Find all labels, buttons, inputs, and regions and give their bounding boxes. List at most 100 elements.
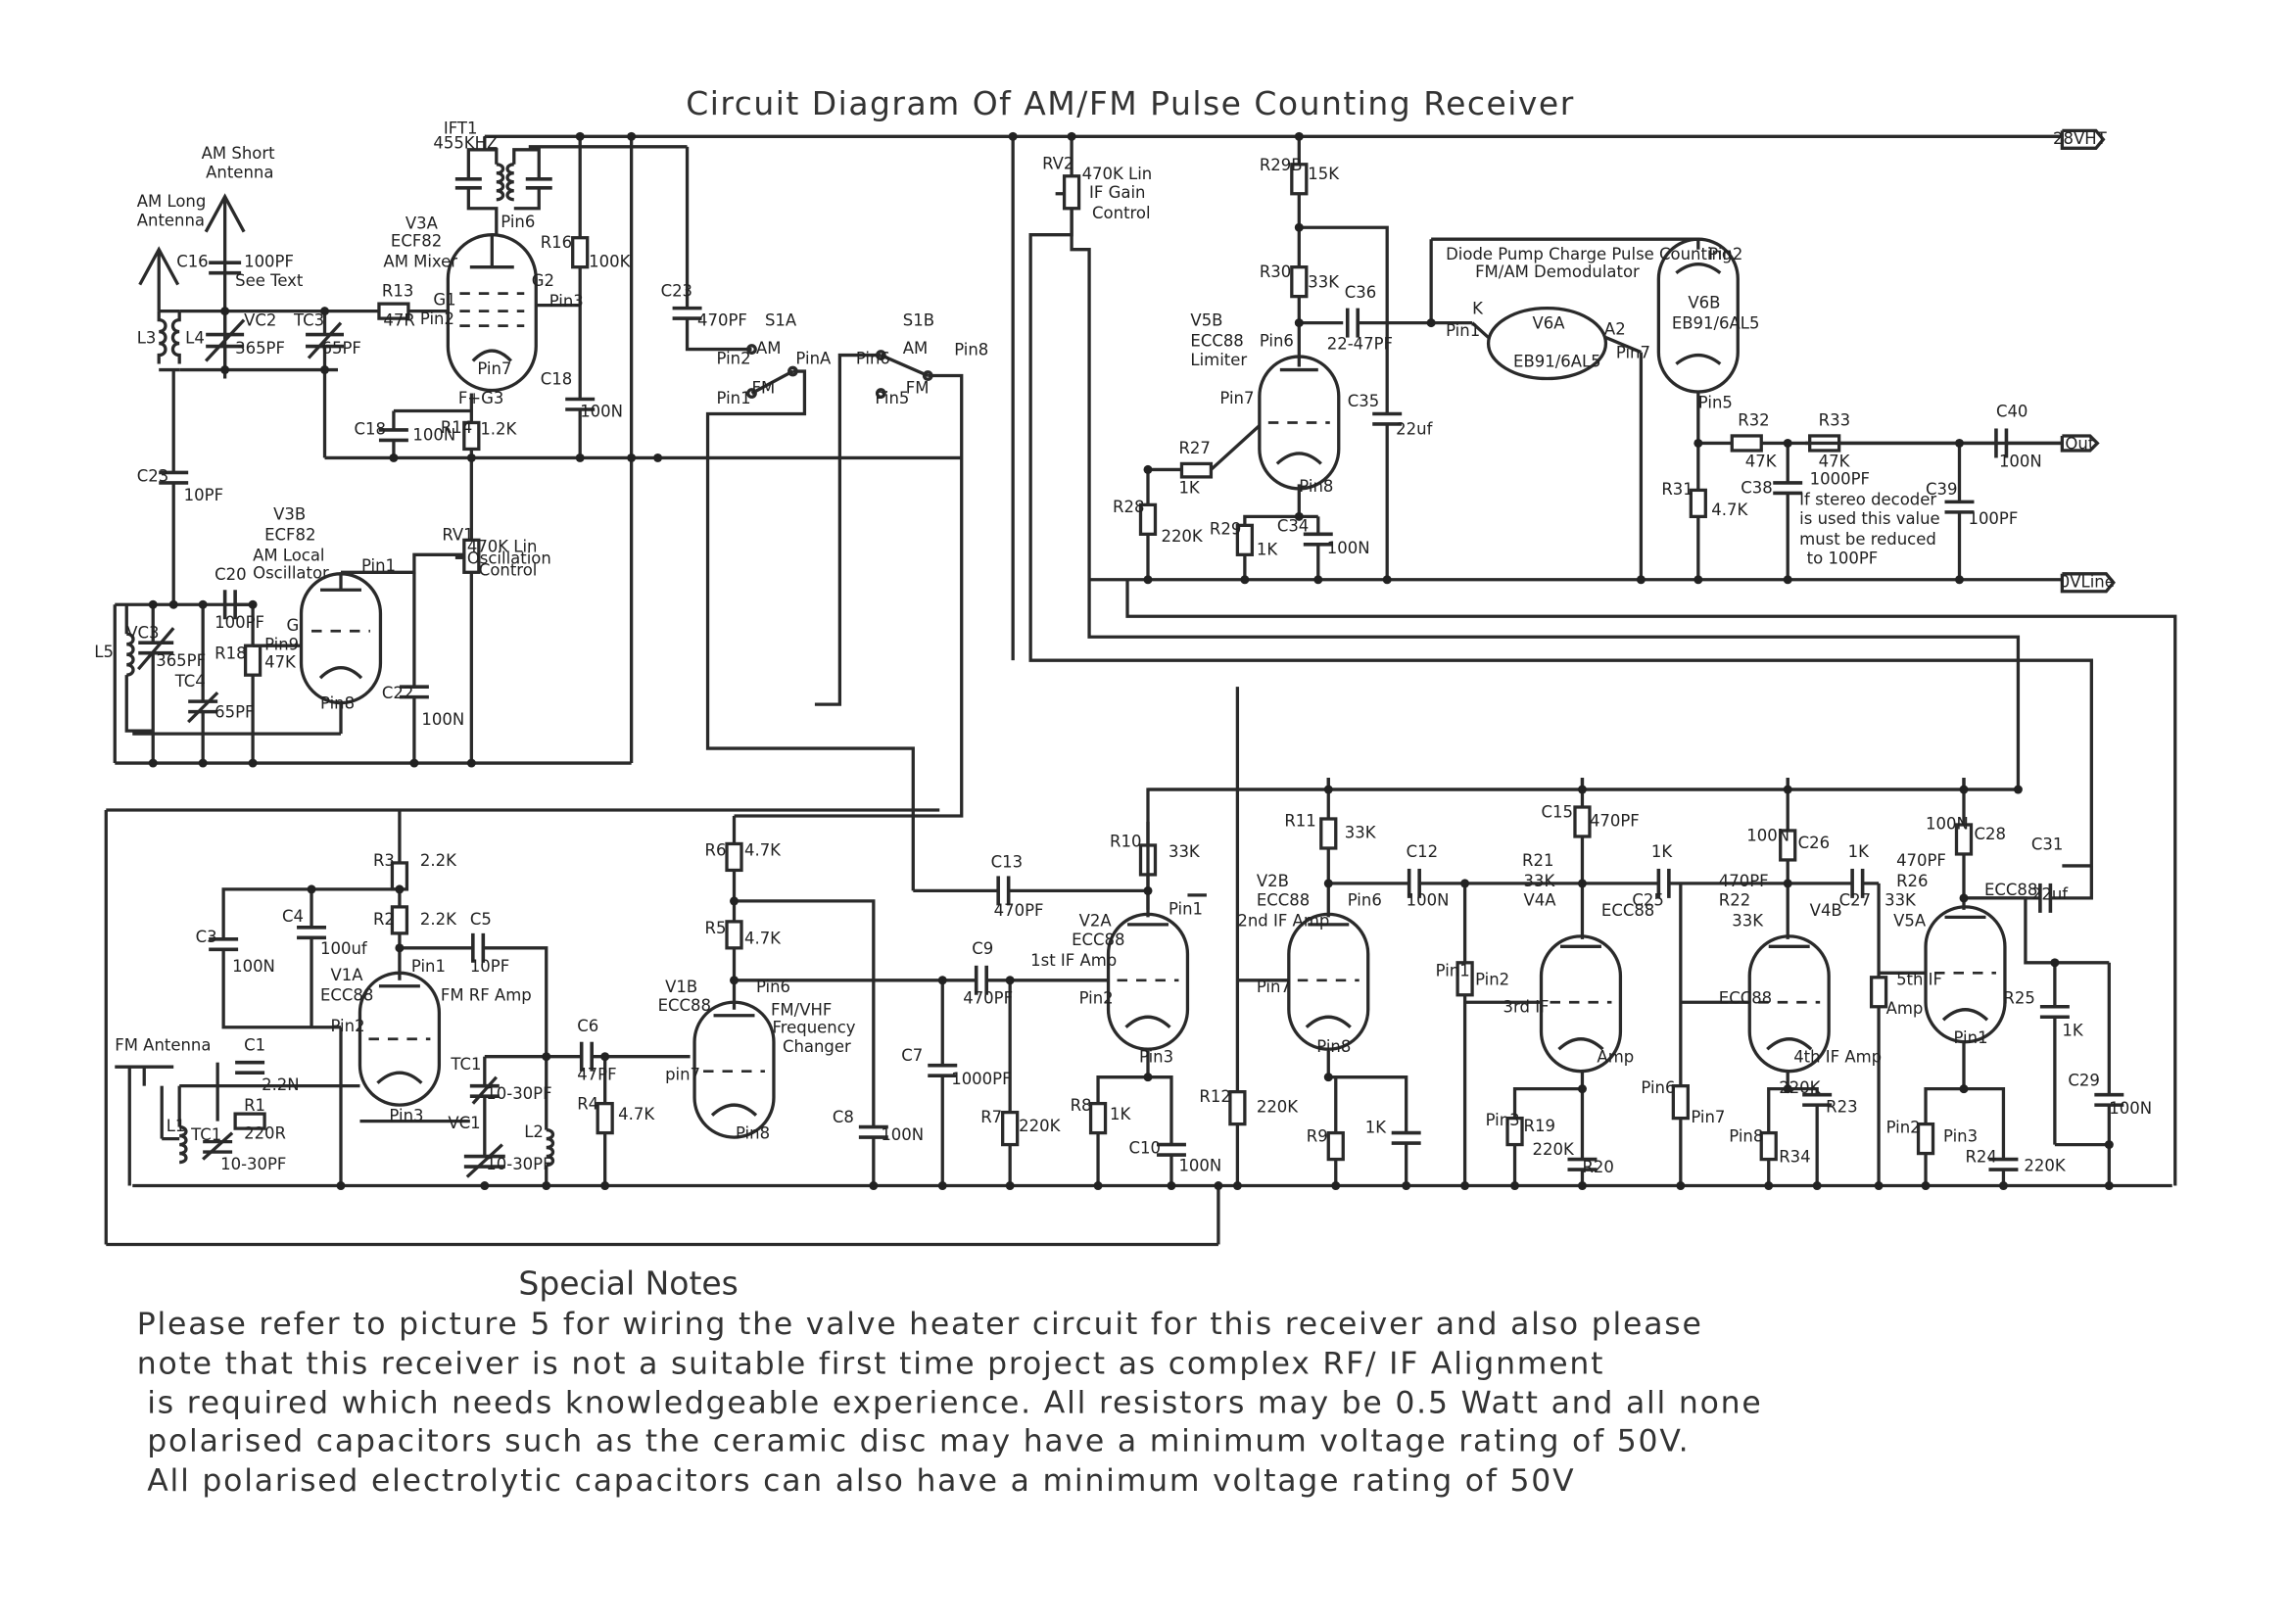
component-label: Pin3	[389, 1107, 423, 1125]
component-label: 220K	[1533, 1140, 1575, 1159]
component-label: Frequency	[772, 1019, 855, 1037]
component-label: 2.2K	[420, 910, 457, 929]
component-label: C4	[282, 907, 304, 926]
component-label: 33K	[1884, 890, 1917, 909]
component-label: Pin8	[1299, 477, 1333, 496]
component-label: 100PF	[215, 613, 264, 632]
component-label: Pin8	[1316, 1037, 1351, 1056]
component-label: S1A	[765, 311, 797, 330]
component-label: RV1	[442, 525, 473, 544]
component-label: G1	[433, 291, 455, 310]
component-label: Pin5	[875, 389, 909, 407]
component-label: FM/AM Demodulator	[1475, 263, 1640, 281]
component-label: FM	[751, 379, 775, 398]
component-label: C6	[577, 1017, 598, 1035]
component-label: C18	[541, 370, 572, 389]
component-label: Pin6	[1641, 1078, 1675, 1097]
component-label: Pin2	[331, 1017, 365, 1035]
component-label: R3	[373, 851, 395, 870]
component-label: V1B	[665, 978, 697, 996]
component-label: L5	[94, 643, 114, 661]
component-label: 2.2N	[262, 1075, 300, 1094]
component-label: pin7	[665, 1066, 700, 1084]
component-label: 1.2K	[480, 419, 517, 438]
component-label: 100N	[1746, 826, 1789, 844]
component-label: 22uf	[1396, 419, 1433, 438]
component-label: 470PF	[994, 901, 1044, 920]
component-label: C5	[470, 910, 492, 929]
component-label: AM	[756, 339, 781, 358]
component-label: V5A	[1893, 911, 1927, 930]
component-label: C26	[1798, 834, 1830, 852]
component-label: 1K	[1651, 842, 1673, 861]
component-label: R21	[1522, 851, 1553, 870]
component-label: VC2	[244, 311, 276, 330]
component-label: V2A	[1079, 911, 1113, 930]
component-label: C38	[1741, 478, 1772, 497]
component-label: 100uf	[320, 939, 368, 958]
component-label: Pin7	[1616, 344, 1650, 362]
component-label: R34	[1779, 1148, 1810, 1167]
component-label: 220K	[1019, 1117, 1061, 1135]
component-label: Pin3	[1139, 1048, 1173, 1067]
component-label: Pin5	[1698, 393, 1733, 411]
component-label: 15K	[1308, 165, 1340, 183]
component-label: 365PF	[156, 651, 206, 670]
component-label: ECC88	[1601, 901, 1654, 920]
component-label: Pin2	[717, 350, 751, 368]
component-label: C18	[354, 419, 385, 438]
component-label: C23	[661, 282, 692, 301]
component-label: ECF82	[264, 525, 315, 544]
component-label: R7	[980, 1108, 1002, 1126]
component-label: C28	[1974, 825, 2005, 843]
limiter-stage	[1138, 136, 1700, 580]
component-label: 220K	[1161, 527, 1203, 546]
component-label: Amp	[1886, 999, 1924, 1018]
component-label: 100N	[1999, 452, 2042, 470]
component-label: 455KHZ	[433, 133, 498, 152]
component-label: Pin2	[1079, 989, 1114, 1008]
component-label: Control	[1092, 204, 1151, 222]
notes-line-2: note that this receiver is not a suitabl…	[137, 1346, 1605, 1381]
component-label: TC4	[174, 672, 206, 691]
component-label: Pin1	[361, 556, 396, 575]
component-label: 47R	[383, 311, 414, 330]
component-label: 100N	[232, 957, 275, 976]
component-label: AM Local	[253, 546, 324, 564]
component-label: 65PF	[322, 339, 361, 358]
component-label: 1K	[1848, 842, 1870, 861]
component-label: Pin1	[1436, 961, 1470, 979]
component-label: C10	[1129, 1139, 1161, 1158]
component-label: Antenna	[206, 163, 273, 181]
component-label: R5	[705, 919, 727, 937]
component-label: C36	[1345, 283, 1376, 302]
diagram-title: Circuit Diagram Of AM/FM Pulse Counting …	[686, 84, 1574, 122]
band-switch	[705, 344, 964, 891]
component-label: R1	[244, 1096, 265, 1115]
component-label: 33K	[1308, 273, 1340, 292]
component-label: C8	[833, 1108, 854, 1126]
component-label: must be reduced	[1799, 530, 1936, 549]
component-label: Pin3	[1943, 1127, 1978, 1146]
component-label: FM	[906, 379, 930, 398]
component-label: 10-30PF	[220, 1155, 286, 1173]
ht-rail: 28VHT	[484, 128, 2108, 150]
component-label: Pin1	[411, 957, 446, 976]
component-label: 4.7K	[744, 840, 782, 859]
component-label: See Text	[235, 271, 304, 290]
component-label: Pin2	[420, 310, 454, 328]
component-label: C40	[1996, 402, 2028, 420]
component-label: R30	[1260, 263, 1291, 281]
component-label: R26	[1896, 872, 1928, 890]
component-label: ECC88	[1984, 881, 2037, 899]
component-label: 220K	[1779, 1078, 1821, 1097]
component-label: L4	[185, 329, 205, 348]
component-label: ECC88	[1072, 931, 1124, 949]
component-label: V3A	[406, 215, 439, 233]
component-label: 33K	[1732, 911, 1764, 930]
component-label: R6	[705, 840, 727, 859]
component-label: 470K Lin	[467, 537, 538, 555]
component-label: 1K	[1365, 1119, 1387, 1137]
component-label: ECC88	[1257, 890, 1310, 909]
component-label: 1000PF	[951, 1070, 1011, 1088]
